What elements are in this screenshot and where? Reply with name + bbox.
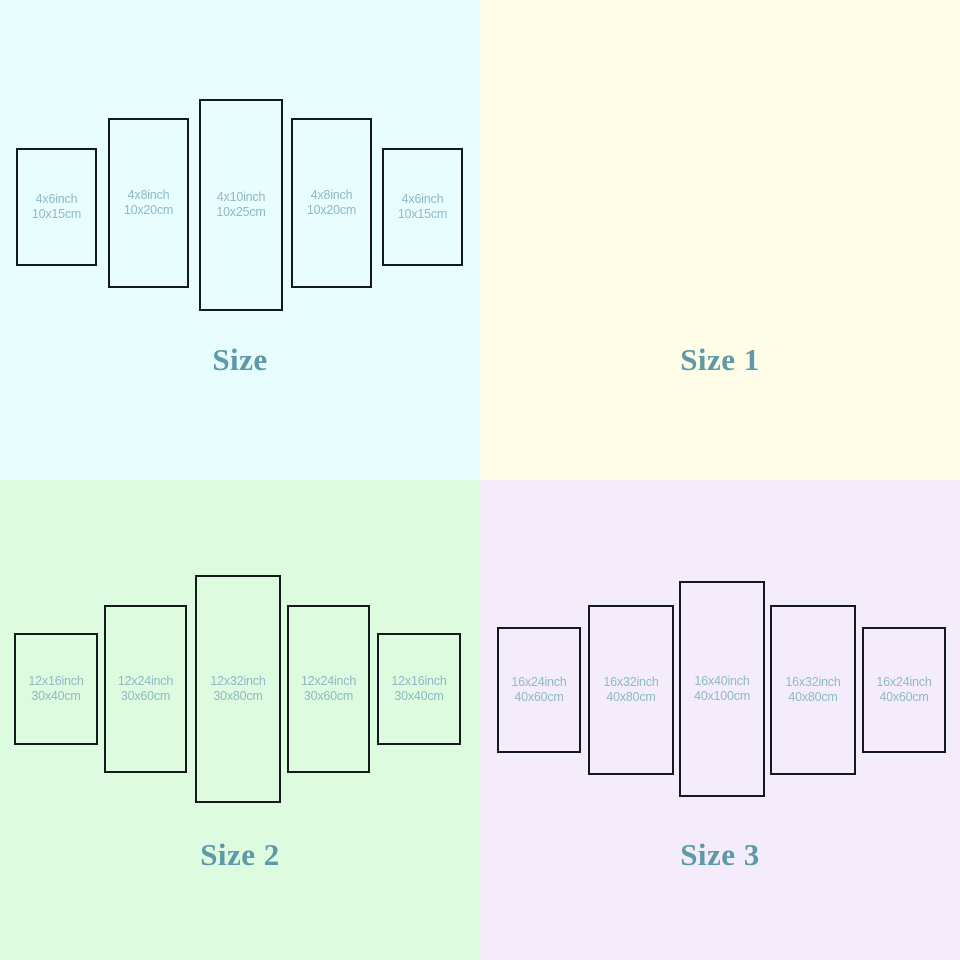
size-cm-text: 30x80cm bbox=[213, 689, 263, 703]
size-inch-text: 4x10inch bbox=[216, 189, 266, 204]
size-inch-text: 12x16inch bbox=[391, 673, 447, 688]
size-cm-text: 10x15cm bbox=[397, 207, 448, 221]
size-inch-text: 16x40inch bbox=[694, 673, 750, 688]
quadrant-title-size-0: Size bbox=[212, 342, 268, 377]
size-inch-text: 12x24inch bbox=[300, 673, 357, 688]
quadrant-title-size-1: Size 1 bbox=[680, 342, 760, 377]
size-cm-text: 40x60cm bbox=[879, 690, 929, 704]
size-inch-text: 16x24inch bbox=[876, 674, 932, 689]
size-inch-text: 16x32inch bbox=[603, 674, 659, 689]
size-inch-text: 4x6inch bbox=[35, 191, 78, 206]
panel-cluster-size-1: 8x14inch20x35cm8x18inch20x45cm8x22inch20… bbox=[480, 0, 960, 340]
size-inch-text: 4x8inch bbox=[310, 187, 353, 202]
size-cm-text: 30x60cm bbox=[303, 689, 354, 703]
size-cm-text: 10x20cm bbox=[123, 203, 174, 217]
size-cm-text: 30x40cm bbox=[31, 689, 81, 703]
size-inch-text: 12x16inch bbox=[28, 673, 84, 688]
size-inch-text: 4x8inch bbox=[127, 187, 170, 202]
quadrant-size-1: 8x14inch20x35cm8x18inch20x45cm8x22inch20… bbox=[480, 0, 960, 480]
size-cm-text: 10x15cm bbox=[31, 207, 82, 221]
size-inch-text: 12x32inch bbox=[210, 673, 266, 688]
size-cm-text: 10x25cm bbox=[216, 205, 266, 219]
size-inch-text: 4x6inch bbox=[401, 191, 444, 206]
size-cm-text: 40x60cm bbox=[514, 690, 564, 704]
size-inch-text: 16x32inch bbox=[785, 674, 841, 689]
size-cm-text: 30x40cm bbox=[394, 689, 444, 703]
size-cm-text: 40x100cm bbox=[693, 689, 751, 703]
quadrant-title-size-2: Size 2 bbox=[200, 837, 280, 872]
size-cm-text: 10x20cm bbox=[306, 203, 357, 217]
size-inch-text: 12x24inch bbox=[117, 673, 174, 688]
size-cm-text: 40x80cm bbox=[788, 690, 838, 704]
size-cm-text: 30x60cm bbox=[120, 689, 171, 703]
size-cm-text: 40x80cm bbox=[606, 690, 656, 704]
quadrant-title-size-3: Size 3 bbox=[680, 837, 760, 872]
size-inch-text: 16x24inch bbox=[511, 674, 567, 689]
